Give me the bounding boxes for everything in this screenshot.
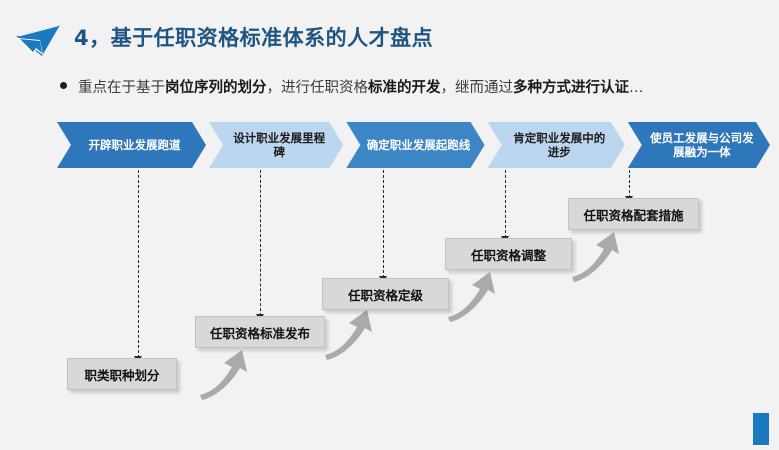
curve-arrow-3 [448, 272, 495, 322]
chevron-step-1-label: 开辟职业发展跑道 [88, 137, 181, 152]
connector-line-4 [505, 170, 506, 238]
chevron-step-5-label: 使员工发展与公司发展融为一体 [650, 130, 754, 159]
connector-line-3 [383, 170, 384, 278]
step-box-5[interactable]: 任职资格配套措施 [568, 198, 699, 230]
paper-plane-arrow-icon [14, 20, 68, 60]
chevron-step-4-label: 肯定职业发展中的进步 [513, 130, 606, 159]
step-box-3[interactable]: 任职资格定级 [322, 278, 449, 310]
chevron-step-5[interactable]: 使员工发展与公司发展融为一体 [628, 122, 770, 168]
step-box-2[interactable]: 任职资格标准发布 [195, 316, 325, 348]
bullet-marker-icon [60, 82, 67, 89]
connector-line-1 [138, 170, 139, 358]
chevron-step-4[interactable]: 肯定职业发展中的进步 [488, 122, 625, 168]
chevron-step-1[interactable]: 开辟职业发展跑道 [57, 122, 206, 168]
chevron-step-3-label: 确定职业发展起跑线 [366, 137, 471, 152]
chevron-step-2-label: 设计职业发展里程碑 [233, 130, 326, 159]
step-box-1[interactable]: 职类职种划分 [67, 358, 177, 390]
page-title: 4，基于任职资格标准体系的人才盘点 [74, 26, 434, 50]
curve-arrow-2 [325, 310, 372, 360]
step-box-3-label: 任职资格定级 [347, 287, 423, 303]
connector-line-5 [629, 170, 630, 198]
curve-arrow-4 [572, 232, 619, 282]
step-box-1-label: 职类职种划分 [84, 367, 160, 383]
step-box-2-label: 任职资格标准发布 [209, 325, 310, 341]
connector-line-2 [260, 170, 261, 316]
process-chevron-band: 开辟职业发展跑道 设计职业发展里程碑 确定职业发展起跑线 肯定职业发展中的进步 … [57, 122, 770, 168]
chevron-step-2[interactable]: 设计职业发展里程碑 [209, 122, 343, 168]
chevron-step-3[interactable]: 确定职业发展起跑线 [346, 122, 484, 168]
step-box-4-label: 任职资格调整 [470, 247, 546, 263]
bullet-text: 重点在于基于岗位序列的划分，进行任职资格标准的开发，继而通过多种方式进行认证… [78, 80, 644, 96]
bullet-line: 重点在于基于岗位序列的划分，进行任职资格标准的开发，继而通过多种方式进行认证… [60, 80, 644, 97]
corner-accent-bar [753, 413, 769, 445]
step-box-5-label: 任职资格配套措施 [583, 207, 684, 223]
step-box-4[interactable]: 任职资格调整 [445, 238, 572, 270]
curve-arrow-1 [200, 350, 247, 400]
